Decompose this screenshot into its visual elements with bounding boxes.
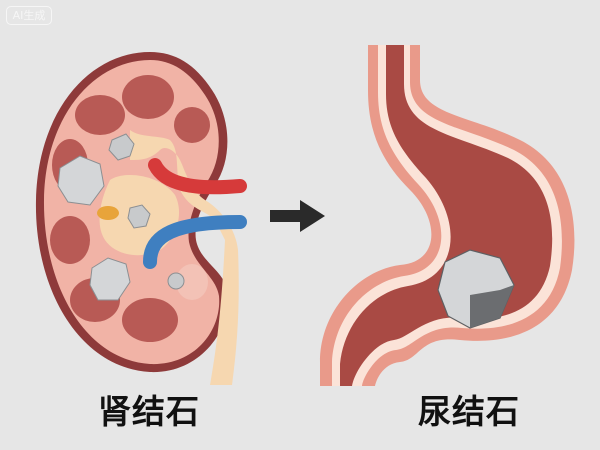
kidney-diagram bbox=[35, 52, 247, 385]
arrow-right-icon bbox=[270, 200, 325, 232]
urinary-stone-label: 尿结石 bbox=[418, 392, 520, 431]
renal-pyramids bbox=[50, 75, 210, 342]
ai-generated-badge: AI生成 bbox=[6, 6, 52, 25]
ureter-diagram bbox=[320, 45, 575, 386]
kidney-stones bbox=[57, 133, 185, 301]
kidney-stone-label: 肾结石 bbox=[98, 392, 200, 431]
